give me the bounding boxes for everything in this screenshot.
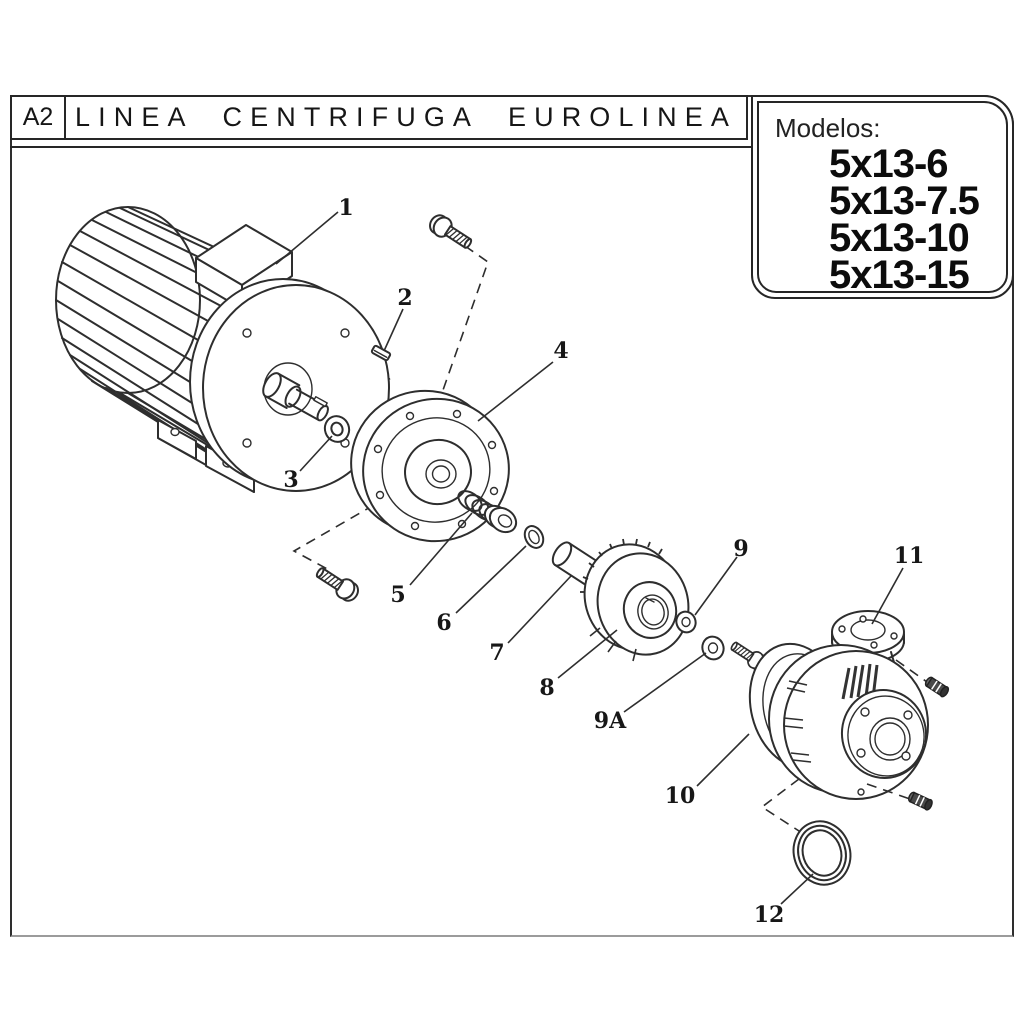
part-label-11: 11: [894, 543, 925, 569]
mechanical-seal-part: [457, 490, 518, 534]
impeller-face-ticks: [589, 627, 637, 662]
model-item: 5x13-15: [829, 253, 970, 297]
motor-shaft: [262, 372, 329, 422]
washer-part-3: [323, 415, 351, 443]
models-list: 5x13-6 5x13-7.5 5x13-10 5x13-15: [829, 142, 998, 297]
part-label-1: 1: [338, 195, 353, 221]
flange-bolt-lower: [315, 567, 359, 602]
washer-part-9a: [701, 635, 725, 661]
drawing-title: LINEA CENTRIFUGA EUROLINEA: [75, 102, 737, 132]
part-label-3: 3: [283, 467, 298, 493]
models-box: Modelos: 5x13-6 5x13-7.5 5x13-10 5x13-15: [751, 95, 1014, 299]
impeller-part: [580, 538, 690, 662]
title-band-double-rule: [10, 146, 751, 148]
sealing-ring-part: [792, 820, 852, 886]
motor-part: [55, 206, 390, 493]
washer-part-9: [675, 610, 697, 634]
casing-plug-upper: [924, 676, 950, 698]
part-label-9a: 9A: [594, 708, 627, 734]
model-item: 5x13-6: [829, 142, 949, 186]
part-label-4: 4: [553, 338, 568, 364]
part-label-5: 5: [390, 582, 405, 608]
models-label: Modelos:: [775, 113, 881, 143]
part-label-10: 10: [665, 783, 696, 809]
model-item: 5x13-10: [829, 216, 970, 260]
impeller-rim-ticks: [580, 538, 663, 593]
motor-feet: [157, 419, 255, 493]
leader-lines: [275, 211, 904, 905]
flange-bolt-top: [429, 214, 473, 249]
part-label-9: 9: [733, 536, 748, 562]
title-band: A2 LINEA CENTRIFUGA EUROLINEA: [10, 95, 748, 140]
pump-casing-part: [768, 610, 929, 800]
flange-adapter-part: [350, 389, 510, 543]
casing-plug-lower: [907, 791, 933, 811]
part-label-7: 7: [489, 640, 504, 666]
part-label-8: 8: [539, 675, 554, 701]
o-ring-part: [523, 525, 545, 549]
part-label-2: 2: [397, 285, 412, 311]
model-item: 5x13-7.5: [829, 179, 980, 223]
sheet-code-cell: A2: [12, 97, 66, 138]
sheet-code: A2: [22, 103, 54, 131]
part-callouts: 1 2 3 4 5 6 7 8 9 9A 10 11 12: [283, 195, 924, 928]
models-box-inner: Modelos: 5x13-6 5x13-7.5 5x13-10 5x13-15: [757, 101, 1008, 297]
suction-flange: [840, 689, 928, 779]
part-label-6: 6: [436, 610, 451, 636]
shaft-key-part: [370, 344, 392, 362]
casing-dashed-lines: [760, 659, 928, 843]
part-label-12: 12: [754, 902, 785, 928]
casing-ribs: [783, 680, 812, 763]
